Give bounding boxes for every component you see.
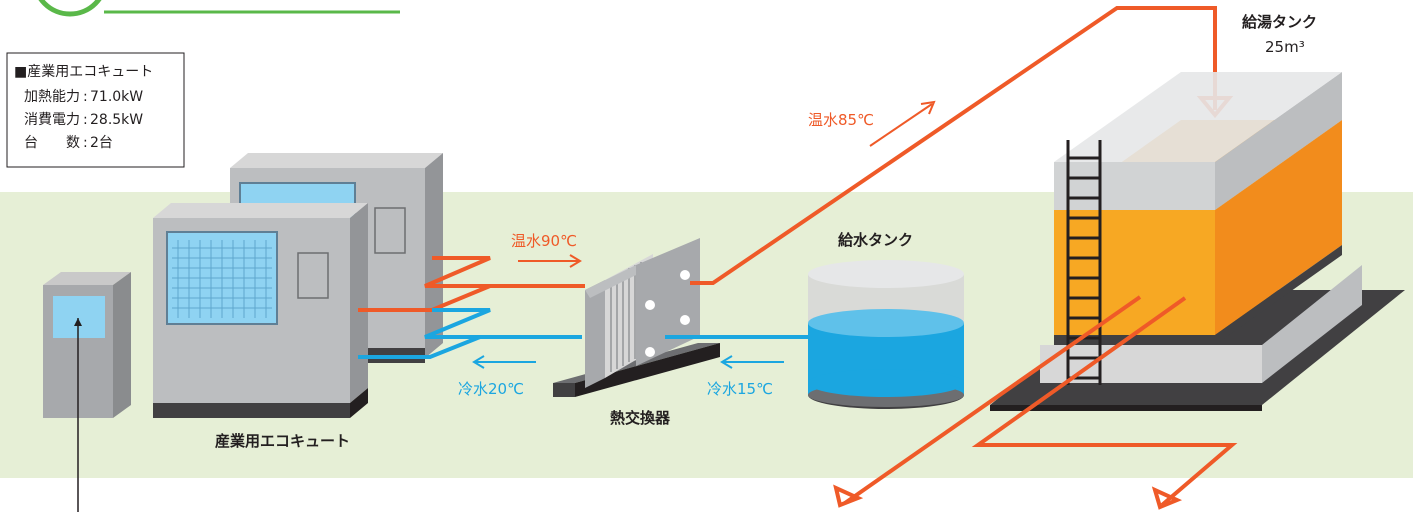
- arrow-hot-90: [518, 254, 582, 268]
- arrow-cold-20: [472, 355, 536, 369]
- spec-row-sep: :: [83, 112, 88, 128]
- label-hot-water-85: 温水85℃: [808, 111, 874, 129]
- arrow-cold-15: [720, 355, 784, 369]
- cold-pipes: [358, 308, 582, 359]
- spec-row-label: 台 数: [24, 135, 80, 151]
- header-badge: [38, 0, 400, 17]
- label-hot-water-90: 温水90℃: [511, 232, 577, 250]
- spec-title: ■産業用エコキュート: [14, 64, 153, 80]
- controller-screen: [53, 296, 105, 338]
- label-cold-water-15: 冷水15℃: [707, 380, 773, 398]
- spec-row-value: 71.0kW: [90, 89, 143, 105]
- spec-row-label: 消費電力: [24, 112, 80, 128]
- label-supply-water-tank: 給水タンク: [838, 231, 913, 249]
- label-ecocute: 産業用エコキュート: [215, 432, 350, 450]
- spec-row-value: 2台: [90, 135, 113, 151]
- controller-panel: [43, 272, 131, 512]
- outflow-arrowhead: [1151, 486, 1183, 510]
- hot-pipe-to-tank: [690, 6, 1217, 285]
- outflow-arrowhead: [833, 484, 864, 508]
- ecocute-unit-front: [153, 203, 368, 418]
- spec-row-sep: :: [83, 135, 88, 151]
- label-hot-water-tank: 給湯タンク: [1242, 13, 1317, 31]
- heat-exchanger: [553, 238, 720, 397]
- arrow-hot-85: [869, 100, 936, 147]
- label-hot-water-tank-volume: 25m³: [1265, 38, 1305, 56]
- spec-row-sep: :: [83, 89, 88, 105]
- ecocute-grille: [172, 240, 272, 318]
- supply-water-tank: [808, 260, 964, 409]
- label-cold-water-20: 冷水20℃: [458, 380, 524, 398]
- spec-box: ■産業用エコキュート 加熱能力 : 71.0kW 消費電力 : 28.5kW 台…: [6, 52, 185, 168]
- label-heat-exchanger: 熱交換器: [610, 409, 671, 427]
- spec-row-value: 28.5kW: [90, 112, 143, 128]
- spec-row-label: 加熱能力: [24, 89, 80, 105]
- hot-outflow-pipes: [843, 295, 1238, 507]
